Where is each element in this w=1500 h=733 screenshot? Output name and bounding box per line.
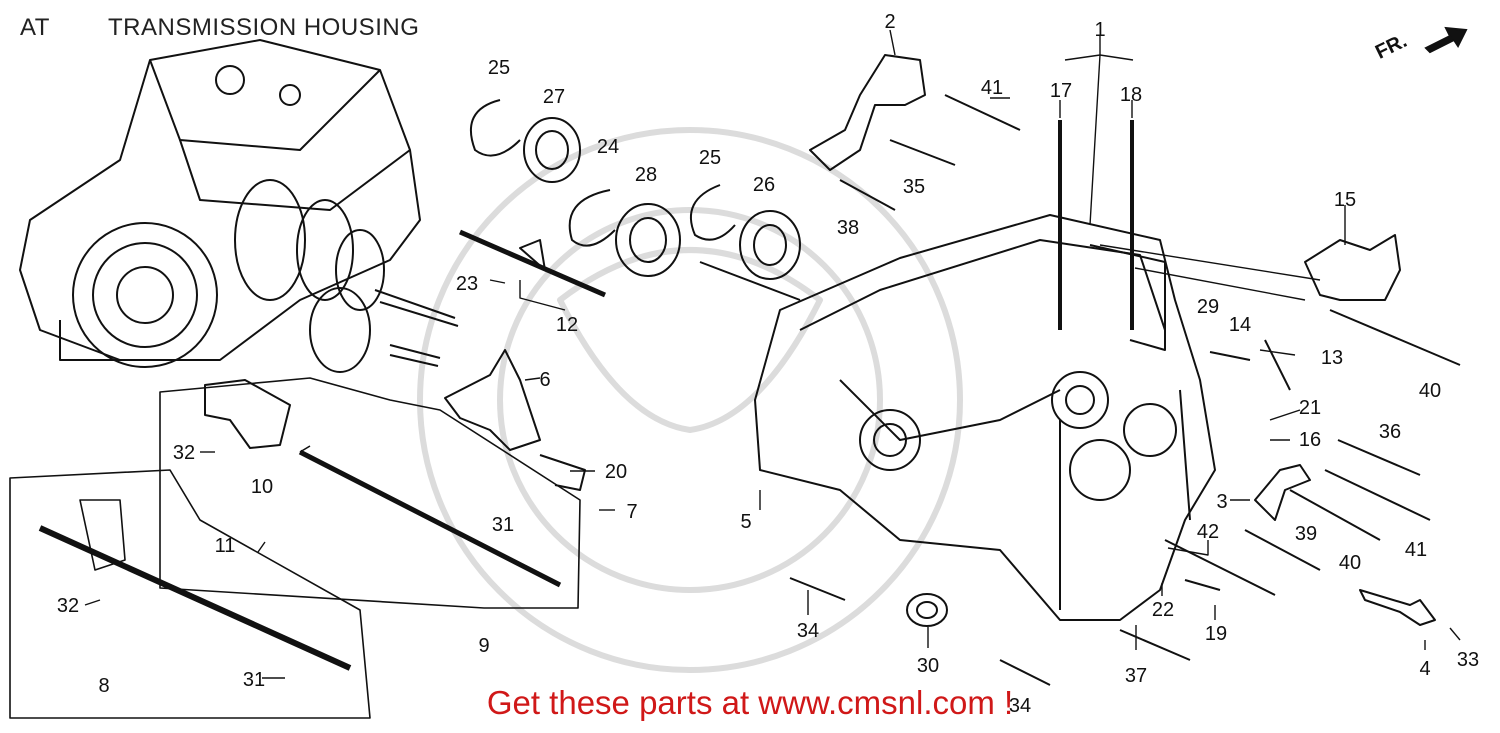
callout-9: 9 bbox=[478, 635, 489, 657]
callout-15: 15 bbox=[1334, 189, 1356, 211]
callout-8: 8 bbox=[98, 675, 109, 697]
callout-36: 36 bbox=[1379, 421, 1401, 443]
callout-11: 11 bbox=[215, 535, 236, 557]
part-4-drawing bbox=[1359, 589, 1436, 626]
callout-21: 21 bbox=[1299, 397, 1321, 419]
bracket-15-drawing bbox=[1304, 234, 1401, 301]
callout-19: 19 bbox=[1205, 623, 1227, 645]
callout-3: 3 bbox=[1216, 491, 1227, 513]
callout-34b: 34 bbox=[1009, 695, 1031, 717]
callout-13: 13 bbox=[1321, 347, 1343, 369]
leader-lines bbox=[84, 29, 1461, 679]
callout-12: 12 bbox=[556, 314, 578, 336]
callout-14: 14 bbox=[1229, 314, 1251, 336]
front-arrow-icon bbox=[1424, 26, 1468, 54]
callout-17: 17 bbox=[1050, 80, 1072, 102]
callout-42: 42 bbox=[1197, 521, 1219, 543]
callout-2: 2 bbox=[884, 11, 895, 33]
callout-26: 26 bbox=[753, 174, 775, 196]
callout-35: 35 bbox=[903, 176, 925, 198]
callout-27: 27 bbox=[543, 86, 565, 108]
callout-5: 5 bbox=[740, 511, 751, 533]
callout-23: 23 bbox=[456, 273, 478, 295]
callout-41a: 41 bbox=[981, 77, 1003, 99]
callout-10: 10 bbox=[251, 476, 273, 498]
shaft-12-arm bbox=[519, 239, 546, 271]
diagram-title: TRANSMISSION HOUSING bbox=[108, 14, 420, 41]
shaft-12-drawing bbox=[459, 229, 606, 298]
callout-25b: 25 bbox=[699, 147, 721, 169]
diagram-code: AT bbox=[20, 14, 50, 41]
callout-30: 30 bbox=[917, 655, 939, 677]
callout-20: 20 bbox=[605, 461, 627, 483]
callout-32b: 32 bbox=[57, 595, 79, 617]
callout-32a: 32 bbox=[173, 442, 195, 464]
bracket-2-drawing bbox=[809, 54, 926, 171]
callout-37: 37 bbox=[1125, 665, 1147, 687]
callout-24: 24 bbox=[597, 136, 619, 158]
callout-29: 29 bbox=[1197, 296, 1219, 318]
watermark-text: Get these parts at www.cmsnl.com ! bbox=[486, 684, 1014, 721]
bracket-3-drawing bbox=[1254, 464, 1311, 521]
callout-28: 28 bbox=[635, 164, 657, 186]
callout-38: 38 bbox=[837, 217, 859, 239]
group-9-outline bbox=[159, 377, 581, 609]
bracket-20-drawing bbox=[539, 454, 586, 491]
transmission-assembly-drawing bbox=[19, 39, 459, 373]
callout-39: 39 bbox=[1295, 523, 1317, 545]
callout-22: 22 bbox=[1152, 599, 1174, 621]
fork-10-drawing bbox=[204, 379, 291, 449]
callout-18: 18 bbox=[1120, 84, 1142, 106]
fork-6-drawing bbox=[444, 349, 541, 451]
callout-1: 1 bbox=[1094, 19, 1105, 41]
callout-33: 33 bbox=[1457, 649, 1479, 671]
bearing-row-drawing bbox=[470, 99, 948, 627]
callout-40a: 40 bbox=[1419, 380, 1441, 402]
callout-16: 16 bbox=[1299, 429, 1321, 451]
callout-6: 6 bbox=[539, 369, 550, 391]
group-8-outline bbox=[9, 469, 371, 719]
callout-34a: 34 bbox=[797, 620, 819, 642]
background-emblem bbox=[417, 127, 963, 673]
transmission-housing-drawing bbox=[754, 214, 1216, 621]
callout-40b: 40 bbox=[1339, 552, 1361, 574]
callout-31b: 31 bbox=[243, 669, 265, 691]
callout-4: 4 bbox=[1419, 658, 1430, 680]
callout-31a: 31 bbox=[492, 514, 514, 536]
bolts-drawing bbox=[789, 94, 1461, 686]
callout-25a: 25 bbox=[488, 57, 510, 79]
callout-41b: 41 bbox=[1405, 539, 1427, 561]
callout-labels: 1 2 3 4 5 6 7 8 9 10 11 12 13 14 15 16 1… bbox=[57, 11, 1479, 717]
callout-7: 7 bbox=[626, 501, 637, 523]
